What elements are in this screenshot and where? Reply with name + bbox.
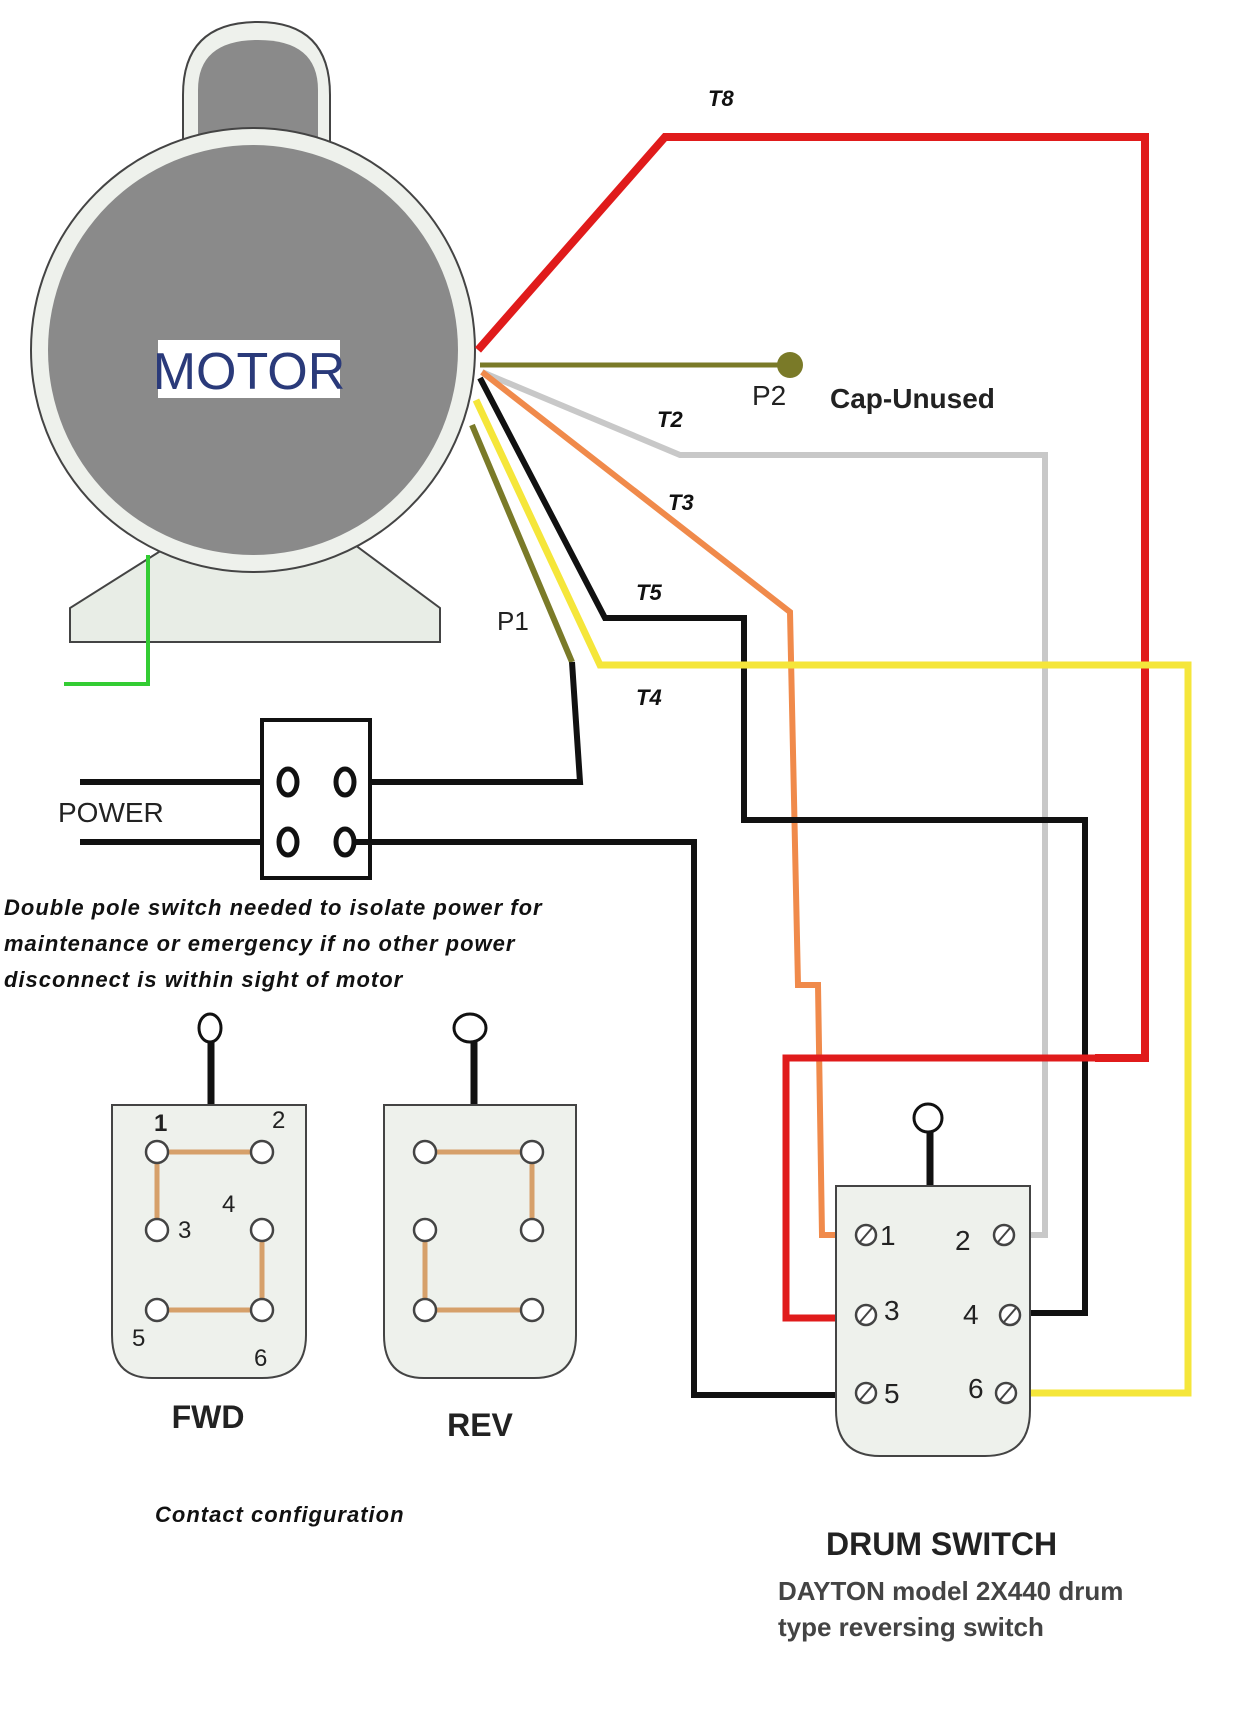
wire-t8 — [474, 133, 1149, 1062]
drum-switch: 1 2 3 4 5 6 DRUM SWITCH DAYTON model 2X4… — [778, 1102, 1123, 1642]
terminal-slot — [859, 1385, 873, 1401]
rev-contact — [519, 1217, 545, 1243]
wire-label-p1: P1 — [497, 606, 529, 636]
p2-cap-terminal — [777, 352, 803, 378]
terminal-slot — [1003, 1307, 1017, 1323]
wire-label-t8: T8 — [708, 86, 734, 111]
terminal-slot — [859, 1307, 873, 1323]
contact-configuration-caption: Contact configuration — [155, 1502, 405, 1527]
drum-terminal-number: 4 — [963, 1299, 979, 1330]
fwd-label: FWD — [172, 1399, 245, 1435]
cap-unused-label: Cap-Unused — [830, 383, 995, 414]
motor-end-cap-fill — [198, 40, 318, 150]
wire-t2 — [480, 369, 1048, 1238]
drum-terminal-number: 1 — [880, 1220, 896, 1251]
drum-terminal-4 — [998, 1303, 1022, 1327]
drum-terminal-5 — [854, 1381, 878, 1405]
fwd-contact-diagram: 1 2 3 4 5 6 FWD — [111, 1012, 307, 1435]
wire-label-t4: T4 — [636, 685, 662, 710]
drum-handle-knob — [912, 1102, 944, 1134]
drum-switch-body — [835, 1185, 1031, 1457]
note-line: Double pole switch needed to isolate pow… — [4, 895, 543, 920]
power-label: POWER — [58, 797, 164, 828]
note-line: disconnect is within sight of motor — [4, 967, 404, 992]
wire-label-p2: P2 — [752, 380, 786, 411]
drum-terminal-number: 3 — [884, 1295, 900, 1326]
fwd-contact — [249, 1217, 275, 1243]
drum-terminal-number: 5 — [884, 1378, 900, 1409]
switch-contact — [333, 766, 357, 798]
wire-t3 — [480, 369, 858, 1238]
fwd-contact — [249, 1297, 275, 1323]
rev-body — [383, 1104, 577, 1379]
wire-label-t2: T2 — [657, 407, 683, 432]
fwd-contact — [249, 1139, 275, 1165]
rev-contact — [519, 1297, 545, 1323]
fwd-contact — [144, 1217, 170, 1243]
isolation-note: Double pole switch needed to isolate pow… — [4, 895, 543, 992]
rev-contact — [412, 1217, 438, 1243]
fwd-terminal-number: 3 — [178, 1217, 191, 1244]
terminal-slot — [859, 1227, 873, 1243]
power-out-line-2 — [355, 839, 858, 1398]
note-line: maintenance or emergency if no other pow… — [4, 931, 516, 956]
rev-contact-diagram: REV — [383, 1012, 577, 1443]
wire-p1 — [469, 423, 575, 664]
drum-terminal-number: 2 — [955, 1225, 971, 1256]
power-switch: POWER — [58, 718, 858, 1398]
rev-contact — [519, 1139, 545, 1165]
motor-label: MOTOR — [153, 343, 346, 401]
fwd-handle-knob — [197, 1012, 223, 1044]
drum-switch-description: DAYTON model 2X440 drum — [778, 1576, 1123, 1606]
switch-contact — [276, 826, 300, 858]
wire-t5 — [477, 376, 1088, 1316]
rev-label: REV — [447, 1407, 513, 1443]
wire-t4 — [472, 398, 1192, 1397]
fwd-terminal-number: 6 — [254, 1345, 267, 1372]
drum-terminal-2 — [992, 1223, 1016, 1247]
motor-label-box — [158, 340, 340, 398]
wire-p1-line — [355, 661, 584, 785]
drum-terminal-6 — [994, 1381, 1018, 1405]
rev-contact — [412, 1139, 438, 1165]
motor: MOTOR — [30, 20, 476, 643]
terminal-slot — [999, 1385, 1013, 1401]
drum-terminal-number: 6 — [968, 1373, 984, 1404]
fwd-terminal-number: 5 — [132, 1325, 145, 1352]
wire-label-t3: T3 — [668, 490, 694, 515]
drum-switch-description: type reversing switch — [778, 1612, 1044, 1642]
terminal-slot — [997, 1227, 1011, 1243]
fwd-terminal-number: 4 — [222, 1191, 235, 1218]
switch-contact — [276, 766, 300, 798]
rev-handle-knob — [452, 1012, 488, 1044]
rev-contact — [412, 1297, 438, 1323]
wire-t8-drum — [782, 1054, 1095, 1322]
switch-contact — [333, 826, 357, 858]
drum-switch-title: DRUM SWITCH — [826, 1526, 1057, 1562]
drum-terminal-3 — [854, 1303, 878, 1327]
double-pole-switch — [260, 718, 372, 880]
drum-terminal-1 — [854, 1223, 878, 1247]
fwd-terminal-number: 1 — [154, 1110, 167, 1137]
wire-label-t5: T5 — [636, 580, 662, 605]
fwd-terminal-number: 2 — [272, 1107, 285, 1134]
ground-wire — [64, 555, 150, 686]
fwd-contact — [144, 1297, 170, 1323]
fwd-contact — [144, 1139, 170, 1165]
